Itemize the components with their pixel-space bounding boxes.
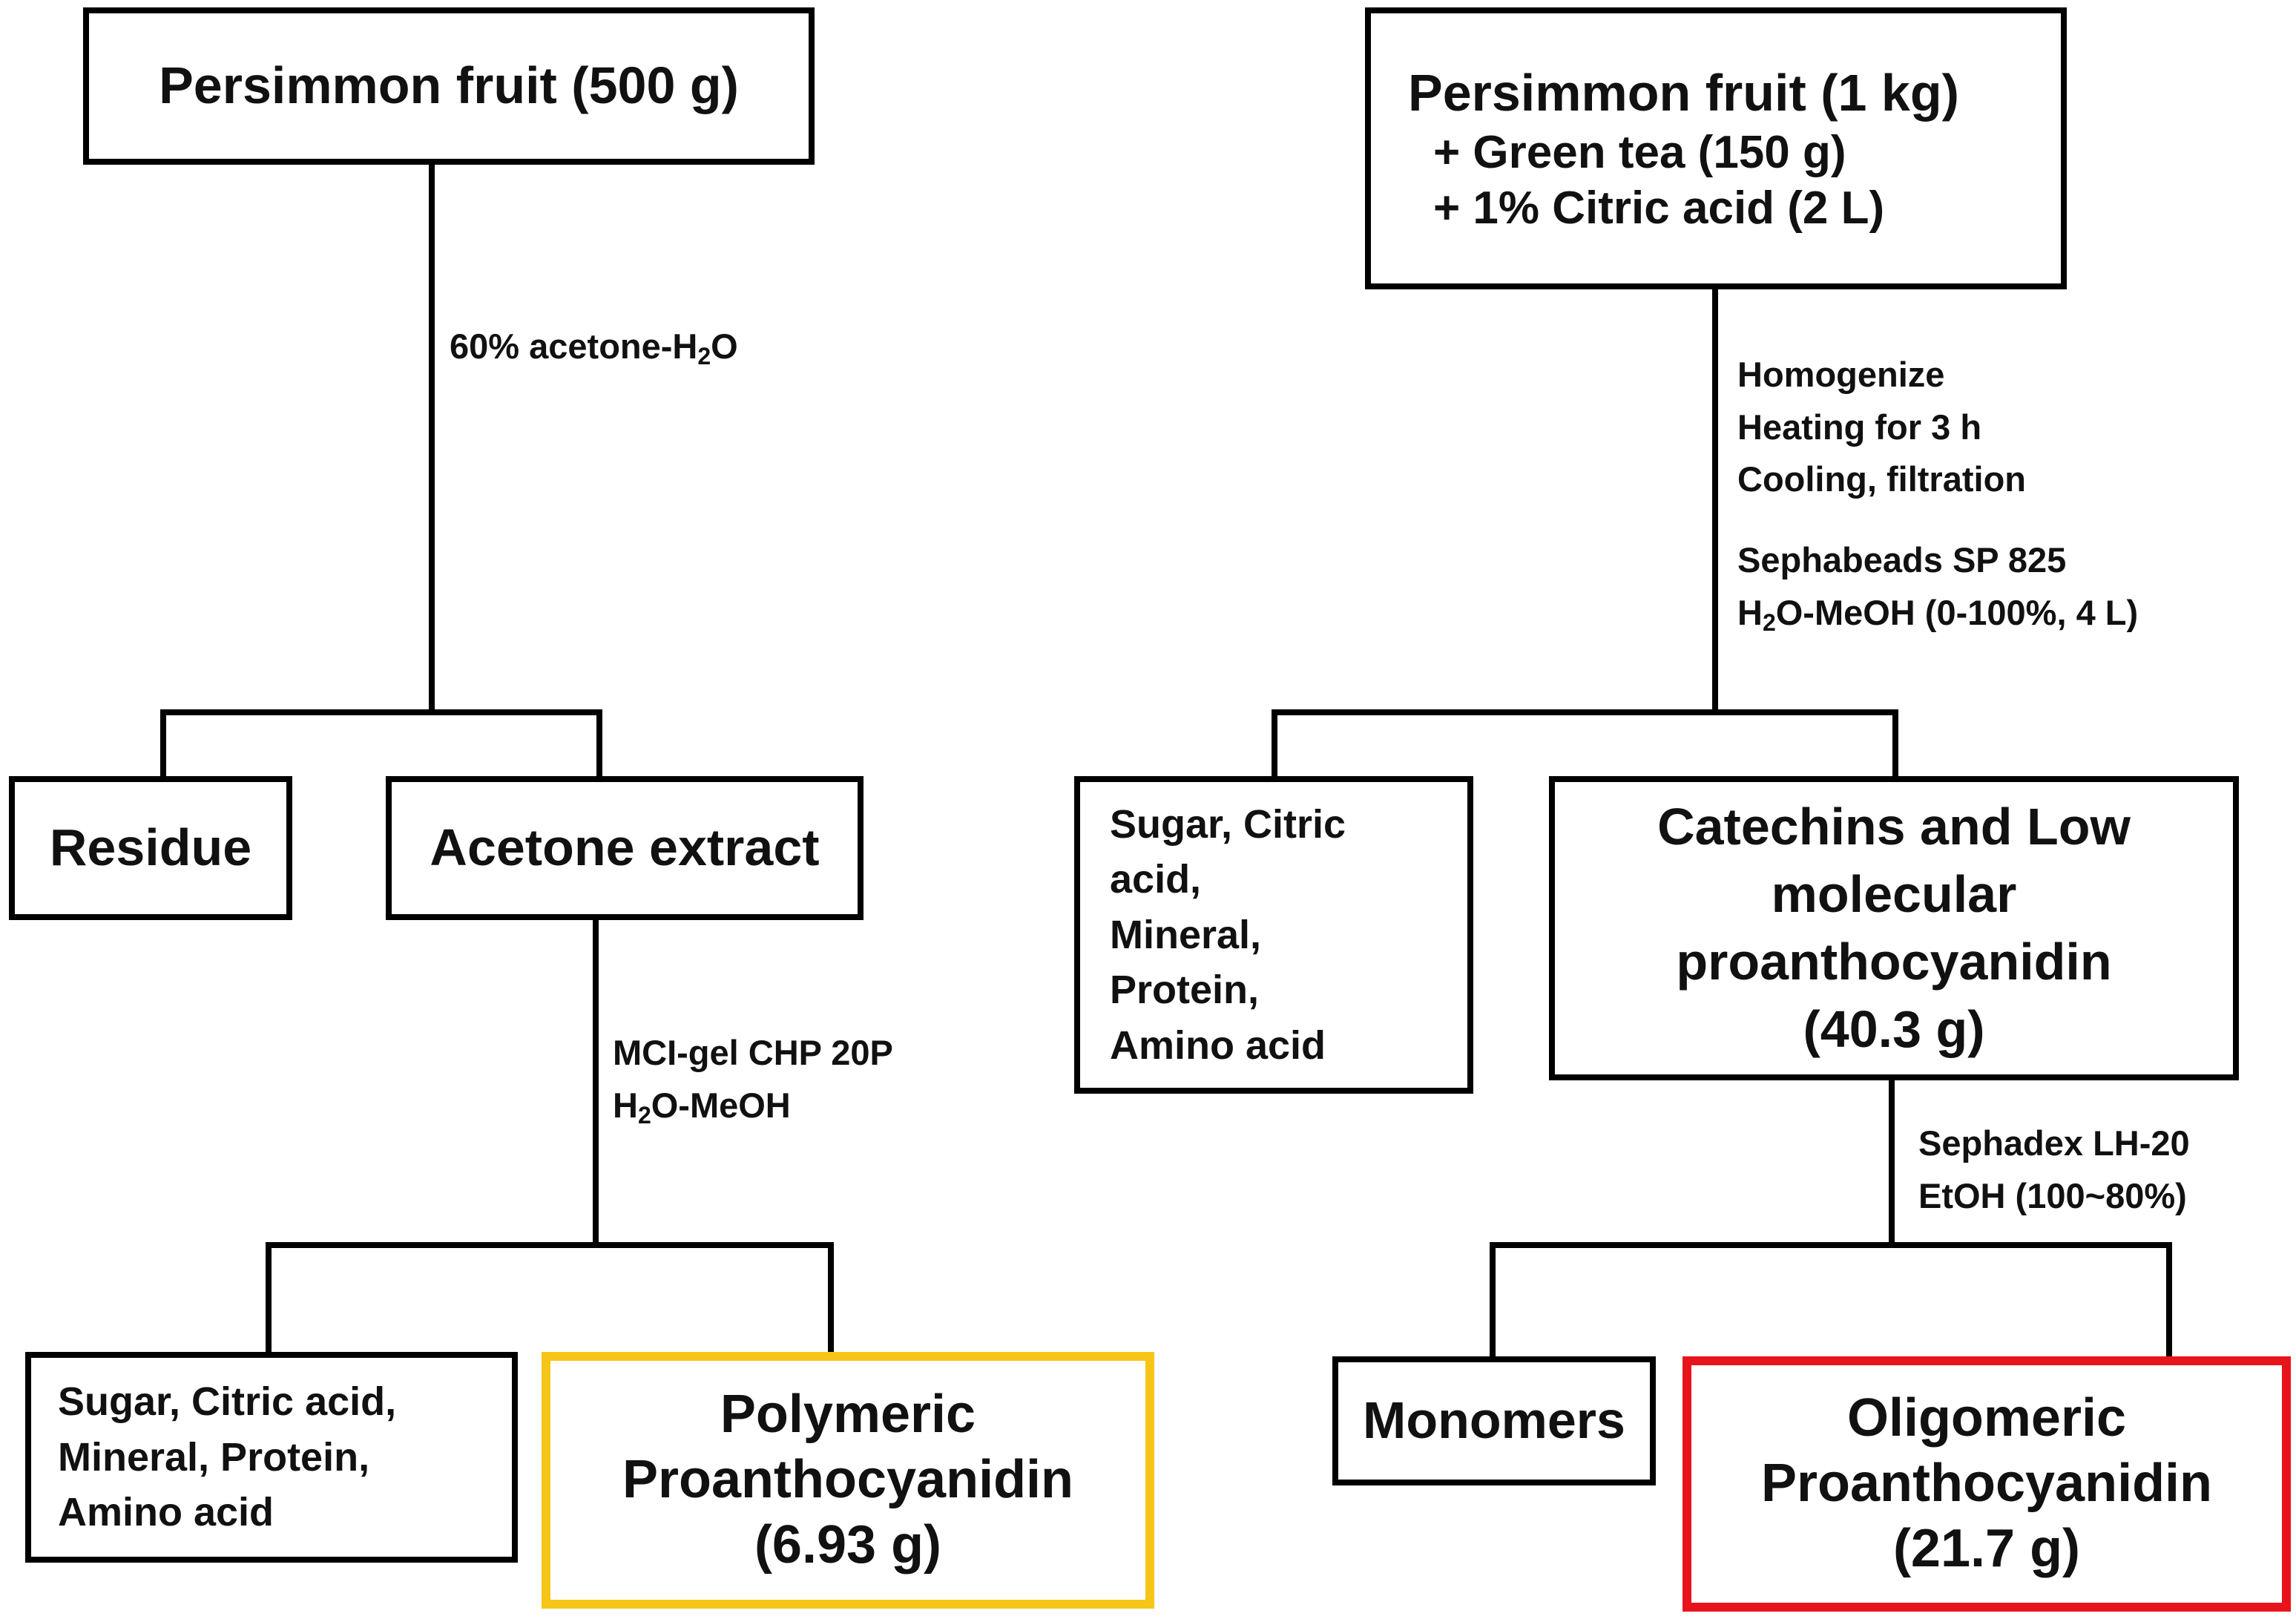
- sephabeads-step: Sephabeads SP 825 H2O-MeOH (0-100%, 4 L): [1737, 540, 2139, 636]
- acetone-extract-label: Acetone extract: [430, 818, 820, 877]
- citric-acid-label: + 1% Citric acid (2 L): [1433, 182, 1885, 234]
- persimmon-500g-box: Persimmon fruit (500 g): [83, 7, 815, 165]
- monomers-label: Monomers: [1363, 1391, 1625, 1450]
- oligomeric-proanthocyanidin-box: Oligomeric Proanthocyanidin (21.7 g): [1682, 1356, 2291, 1612]
- acetone-extract-box: Acetone extract: [386, 776, 864, 920]
- green-tea-label: + Green tea (150 g): [1433, 127, 1846, 179]
- catechins-box: Catechins and Low molecular proanthocyan…: [1549, 776, 2239, 1080]
- polymeric-proanthocyanidin-box: Polymeric Proanthocyanidin (6.93 g): [542, 1352, 1154, 1609]
- residue-label: Residue: [49, 818, 252, 877]
- sephadex-step: Sephadex LH-20 EtOH (100~80%): [1918, 1123, 2190, 1215]
- monomers-box: Monomers: [1332, 1356, 1656, 1485]
- persimmon-1kg-box: Persimmon fruit (1 kg) + Green tea (150 …: [1365, 7, 2067, 289]
- acetone-extraction-step: 60% acetone-H2O: [450, 326, 738, 370]
- mci-gel-step: MCI-gel CHP 20P H2O-MeOH: [613, 1033, 893, 1129]
- persimmon-500g-label: Persimmon fruit (500 g): [159, 56, 739, 115]
- right-byproduct-box: Sugar, Citric acid, Mineral, Protein, Am…: [1074, 776, 1473, 1094]
- homogenize-step: Homogenize Heating for 3 h Cooling, filt…: [1737, 355, 2026, 499]
- left-byproduct-box: Sugar, Citric acid, Mineral, Protein, Am…: [25, 1352, 518, 1563]
- residue-box: Residue: [9, 776, 292, 920]
- persimmon-1kg-title: Persimmon fruit (1 kg): [1408, 63, 1959, 122]
